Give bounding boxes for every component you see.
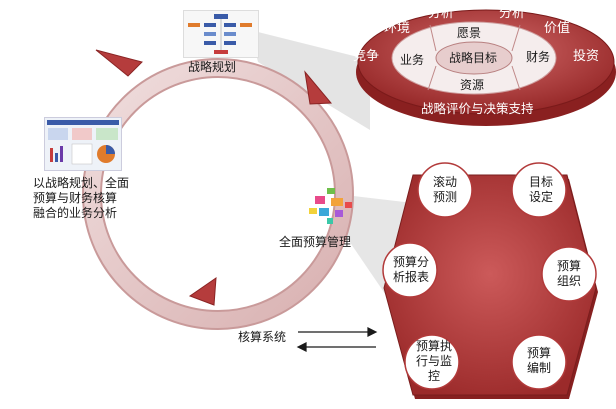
label-budget-management: 全面预算管理 (279, 235, 352, 249)
analysis-dashboard-thumbnail (44, 117, 122, 171)
label-strategy-planning: 战略规划 (188, 60, 237, 74)
ellipse-label-analysis-1: 分析 (428, 6, 455, 21)
hex-node-budget-organization: 预算 组织 (556, 259, 581, 288)
hex-node-circles (382, 162, 597, 390)
ring-arrow-right (304, 70, 333, 105)
accounting-arrows (296, 327, 378, 352)
hex-node-execution-monitoring: 预算执 行与监 控 (415, 339, 452, 383)
ellipse-label-competition: 竞争 (353, 49, 380, 64)
strategy-chart-thumbnail (183, 10, 259, 58)
ellipse-inner-vision: 愿景 (457, 26, 482, 40)
ellipse-center-goal: 战略目标 (449, 51, 498, 65)
label-business-analysis: 以战略规划、全面 预算与财务核算 融合的业务分析 (33, 176, 130, 220)
ellipse-label-env: 环境 (384, 21, 411, 36)
hex-node-goal-setting: 目标 设定 (528, 175, 553, 204)
ellipse-label-investment: 投资 (573, 49, 600, 64)
ellipse-inner-business: 业务 (400, 53, 425, 67)
ellipse-inner-finance: 财务 (526, 50, 551, 64)
ellipse-inner-resource: 资源 (460, 78, 485, 92)
hex-node-budget-preparation: 预算 编制 (526, 346, 551, 375)
strategy-ellipse (356, 9, 616, 126)
cycle-ring-inner (84, 60, 352, 328)
ring-arrow-bottom (188, 276, 217, 306)
hex-node-analysis-report: 预算分 析报表 (392, 255, 429, 284)
label-accounting-system: 核算系统 (238, 330, 287, 344)
ring-arrow-left (95, 49, 143, 77)
ellipse-bottom-eval: 战略评价与决策支持 (421, 101, 534, 116)
hex-node-rolling-forecast: 滚动 预测 (432, 175, 457, 204)
ellipse-label-analysis-2: 分析 (499, 6, 526, 21)
budget-management-icon (305, 186, 355, 228)
ellipse-label-value: 价值 (544, 21, 571, 36)
